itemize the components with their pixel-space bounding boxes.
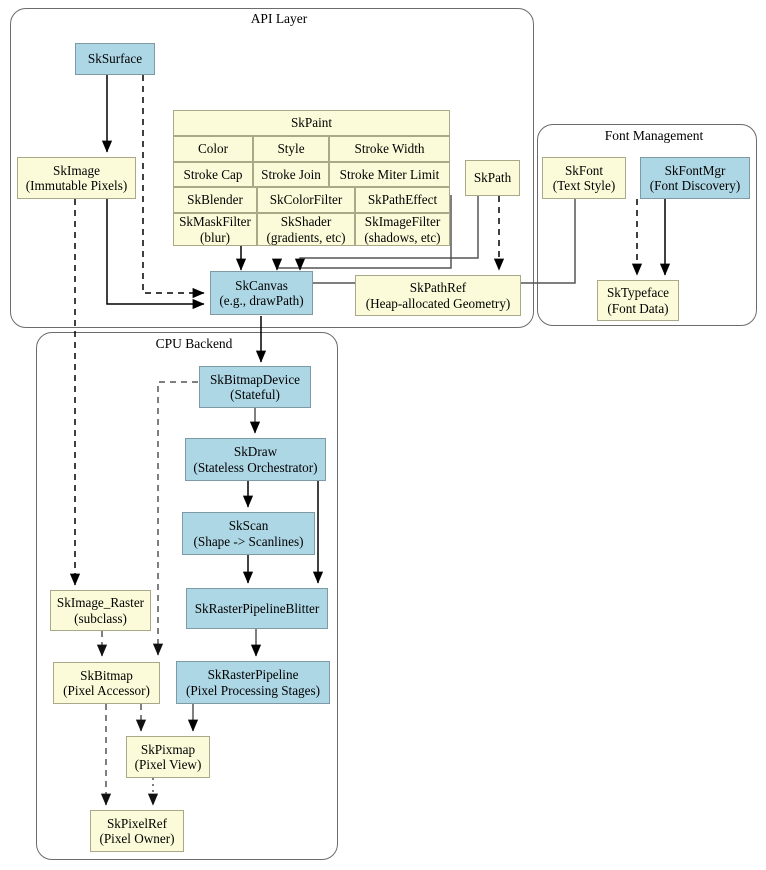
node-skpixmap-title: SkPixmap bbox=[140, 741, 196, 757]
node-skcanvas[interactable]: SkCanvas (e.g., drawPath) bbox=[210, 271, 313, 315]
group-api-layer-title: API Layer bbox=[230, 11, 328, 27]
node-sktypeface-title: SkTypeface bbox=[606, 285, 670, 301]
node-skbitmap-subtitle: (Pixel Accessor) bbox=[63, 683, 150, 698]
node-skfontmgr-title: SkFontMgr bbox=[664, 162, 726, 178]
node-skfontmgr[interactable]: SkFontMgr (Font Discovery) bbox=[640, 157, 750, 199]
skpaint-cell-skblender: SkBlender bbox=[173, 187, 257, 213]
node-skimage-subtitle: (Immutable Pixels) bbox=[25, 178, 128, 193]
node-skfont[interactable]: SkFont (Text Style) bbox=[542, 157, 626, 199]
node-skimage-raster-title: SkImage_Raster bbox=[56, 595, 145, 611]
node-skpixmap[interactable]: SkPixmap (Pixel View) bbox=[126, 736, 210, 778]
node-skpath[interactable]: SkPath bbox=[465, 160, 520, 196]
skpaint-cell-stroke-join: Stroke Join bbox=[253, 162, 329, 187]
node-skcanvas-subtitle: (e.g., drawPath) bbox=[219, 293, 304, 308]
skpaint-cell-skshader-line1: SkShader bbox=[280, 214, 332, 230]
skpaint-cell-skmaskfilter-line2: (blur) bbox=[199, 229, 231, 245]
node-skbitmapdevice[interactable]: SkBitmapDevice (Stateful) bbox=[199, 366, 311, 408]
node-skbitmap[interactable]: SkBitmap (Pixel Accessor) bbox=[53, 662, 160, 704]
node-sktypeface-subtitle: (Font Data) bbox=[607, 300, 669, 316]
node-skrasterpipelineblitter[interactable]: SkRasterPipelineBlitter bbox=[186, 588, 328, 629]
skpaint-cell-skpatheffect: SkPathEffect bbox=[355, 187, 450, 213]
node-skfontmgr-subtitle: (Font Discovery) bbox=[649, 178, 741, 193]
node-skdraw-title: SkDraw bbox=[233, 444, 278, 460]
skpaint-cell-skimagefilter-line1: SkImageFilter bbox=[364, 214, 441, 230]
group-api-layer bbox=[10, 8, 534, 328]
node-skimage[interactable]: SkImage (Immutable Pixels) bbox=[17, 157, 136, 199]
node-skpixelref-title: SkPixelRef bbox=[106, 815, 168, 831]
node-sktypeface[interactable]: SkTypeface (Font Data) bbox=[597, 280, 679, 321]
node-skdraw-subtitle: (Stateless Orchestrator) bbox=[193, 459, 318, 475]
skpaint-cell-skmaskfilter-line1: SkMaskFilter bbox=[179, 214, 251, 230]
node-skimage-title: SkImage bbox=[53, 162, 100, 178]
node-skscan-subtitle: (Shape -> Scanlines) bbox=[193, 533, 304, 549]
group-font-management-title: Font Management bbox=[585, 128, 723, 144]
skpaint-cell-style: Style bbox=[253, 136, 329, 162]
group-cpu-backend bbox=[36, 332, 338, 860]
skpaint-cell-stroke-cap: Stroke Cap bbox=[173, 162, 253, 187]
node-sksurface[interactable]: SkSurface bbox=[75, 43, 155, 75]
node-skcanvas-title: SkCanvas bbox=[235, 277, 288, 293]
skpaint-cell-skshader-line2: (gradients, etc) bbox=[266, 229, 346, 245]
skpaint-cell-skimagefilter: SkImageFilter (shadows, etc) bbox=[355, 213, 450, 246]
node-skrasterpipeline-title: SkRasterPipeline bbox=[207, 667, 299, 683]
node-skscan-title: SkScan bbox=[228, 518, 269, 534]
skpaint-cell-skimagefilter-line2: (shadows, etc) bbox=[364, 229, 441, 245]
skpaint-cell-stroke-width: Stroke Width bbox=[329, 136, 450, 162]
node-skscan[interactable]: SkScan (Shape -> Scanlines) bbox=[182, 512, 315, 555]
node-skrasterpipelineblitter-title: SkRasterPipelineBlitter bbox=[194, 600, 320, 616]
node-skpathref[interactable]: SkPathRef (Heap-allocated Geometry) bbox=[355, 275, 521, 316]
node-skdraw[interactable]: SkDraw (Stateless Orchestrator) bbox=[185, 438, 326, 481]
node-skpathref-title: SkPathRef bbox=[409, 280, 467, 296]
node-skrasterpipeline[interactable]: SkRasterPipeline (Pixel Processing Stage… bbox=[176, 661, 330, 704]
skpaint-cell-skshader: SkShader (gradients, etc) bbox=[257, 213, 355, 246]
node-skbitmap-title: SkBitmap bbox=[80, 667, 133, 683]
group-cpu-backend-title: CPU Backend bbox=[140, 336, 248, 352]
node-skfont-subtitle: (Text Style) bbox=[552, 178, 616, 193]
skpaint-cell-skmaskfilter: SkMaskFilter (blur) bbox=[173, 213, 257, 246]
node-skpathref-subtitle: (Heap-allocated Geometry) bbox=[365, 295, 511, 311]
node-skpath-title: SkPath bbox=[473, 170, 512, 186]
skpaint-cell-color: Color bbox=[173, 136, 253, 162]
node-skimage-raster[interactable]: SkImage_Raster (subclass) bbox=[50, 590, 151, 631]
skpaint-cell-skcolorfilter: SkColorFilter bbox=[257, 187, 355, 213]
node-skrasterpipeline-subtitle: (Pixel Processing Stages) bbox=[185, 682, 321, 698]
node-skpixelref[interactable]: SkPixelRef (Pixel Owner) bbox=[90, 810, 184, 852]
skpaint-title: SkPaint bbox=[173, 110, 450, 136]
node-sksurface-title: SkSurface bbox=[87, 51, 143, 67]
node-skbitmapdevice-title: SkBitmapDevice bbox=[209, 371, 301, 387]
skpaint-cell-stroke-miter-limit: Stroke Miter Limit bbox=[329, 162, 450, 187]
node-skfont-title: SkFont bbox=[564, 162, 604, 178]
node-skbitmapdevice-subtitle: (Stateful) bbox=[230, 387, 280, 402]
node-skpixelref-subtitle: (Pixel Owner) bbox=[99, 831, 175, 846]
node-skimage-raster-subtitle: (subclass) bbox=[74, 610, 127, 626]
node-skpixmap-subtitle: (Pixel View) bbox=[134, 757, 202, 772]
